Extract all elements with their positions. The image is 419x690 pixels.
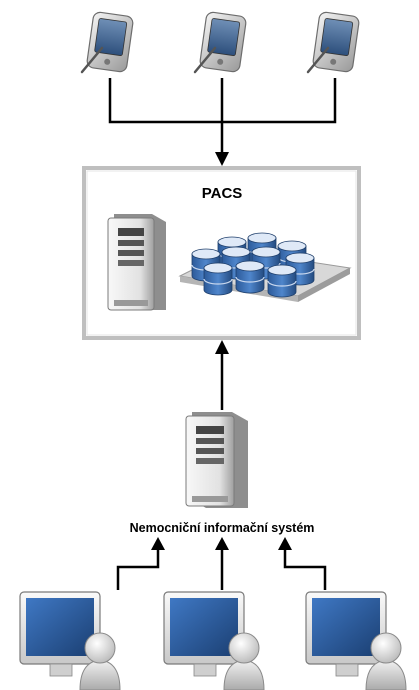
pda-icon (80, 11, 134, 74)
workstation-arrowheads (151, 537, 292, 550)
his-to-pacs-connector (215, 340, 229, 410)
workstation-2 (163, 591, 265, 690)
monitor-user-icon (305, 591, 407, 690)
server-icon (185, 412, 248, 508)
monitor-user-icon (163, 591, 265, 690)
workstation-1 (19, 591, 121, 690)
pda-icon (193, 11, 247, 74)
pda-connector (108, 78, 337, 154)
pda-device-2 (193, 11, 247, 74)
database-array-icon (178, 232, 352, 302)
pda-icon (306, 11, 360, 74)
pacs-label: PACS (202, 185, 243, 202)
workstation-3 (305, 591, 407, 690)
workstation-connectors (116, 548, 327, 590)
server-icon (107, 214, 166, 311)
pacs-box: PACS (82, 166, 361, 340)
his-server (185, 412, 248, 508)
his-label: Nemocniční informační systém (130, 521, 315, 535)
pda-device-3 (306, 11, 360, 74)
monitor-user-icon (19, 591, 121, 690)
database-cylinder-icon (235, 260, 265, 294)
database-cylinder-icon (203, 262, 233, 296)
database-cylinder-icon (267, 264, 297, 298)
arrow-to-pacs-top (215, 152, 229, 166)
pda-device-1 (80, 11, 134, 74)
